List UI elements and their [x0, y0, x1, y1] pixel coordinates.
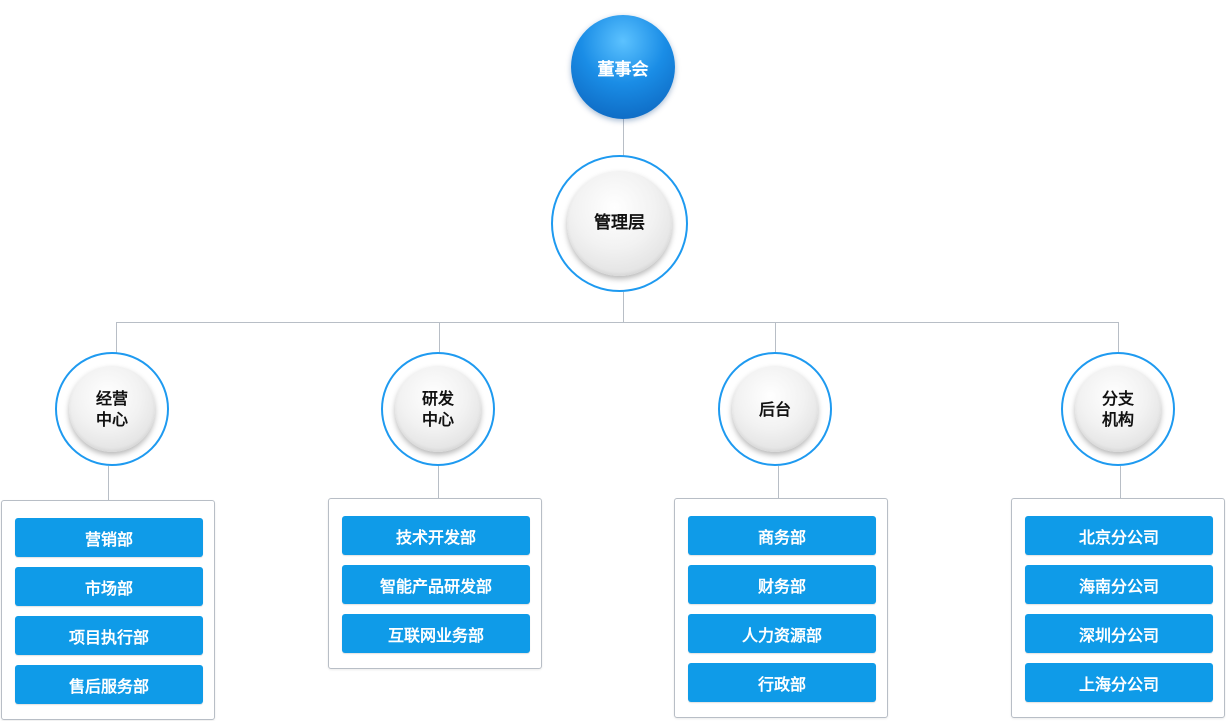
connector-center-panel-2 [438, 466, 439, 498]
dept-item: 海南分公司 [1025, 565, 1213, 604]
center-core: 分支 机构 [1075, 366, 1161, 452]
center-core: 经营 中心 [69, 366, 155, 452]
connector-bus-center-3 [775, 322, 776, 353]
center-node-branches: 分支 机构 [1061, 352, 1175, 466]
center-label-line1: 经营 [95, 389, 128, 408]
dept-panel-branches: 北京分公司 海南分公司 深圳分公司 上海分公司 [1011, 498, 1225, 718]
center-label-line1: 分支 [1101, 389, 1134, 408]
center-label-line2: 机构 [1101, 410, 1134, 429]
center-node-backoffice: 后台 [718, 352, 832, 466]
center-label-line2: 中心 [421, 410, 454, 429]
management-node: 管理层 [551, 155, 688, 292]
connector-bus-center-2 [439, 322, 440, 353]
management-label: 管理层 [594, 213, 645, 233]
connector-center-panel-3 [778, 466, 779, 498]
dept-item: 财务部 [688, 565, 876, 604]
dept-item: 深圳分公司 [1025, 614, 1213, 653]
dept-panel-operations: 营销部 市场部 项目执行部 售后服务部 [1, 500, 215, 720]
management-core: 管理层 [567, 171, 672, 276]
connector-board-management [623, 119, 624, 156]
dept-item: 行政部 [688, 663, 876, 702]
board-node: 董事会 [571, 15, 675, 119]
connector-bus-center-1 [116, 322, 117, 353]
center-node-operations: 经营 中心 [55, 352, 169, 466]
dept-item: 互联网业务部 [342, 614, 530, 653]
dept-item: 项目执行部 [15, 616, 203, 655]
connector-management-bus [623, 292, 624, 322]
dept-item: 人力资源部 [688, 614, 876, 653]
dept-item: 市场部 [15, 567, 203, 606]
connector-horizontal-bus [116, 322, 1118, 323]
center-label-line1: 研发 [421, 389, 454, 408]
dept-item: 售后服务部 [15, 665, 203, 704]
dept-item: 北京分公司 [1025, 516, 1213, 555]
connector-bus-center-4 [1118, 322, 1119, 353]
center-label-line2: 中心 [95, 410, 128, 429]
dept-item: 营销部 [15, 518, 203, 557]
dept-item: 商务部 [688, 516, 876, 555]
center-node-rnd: 研发 中心 [381, 352, 495, 466]
dept-panel-backoffice: 商务部 财务部 人力资源部 行政部 [674, 498, 888, 718]
dept-item: 上海分公司 [1025, 663, 1213, 702]
connector-center-panel-4 [1120, 466, 1121, 498]
dept-panel-rnd: 技术开发部 智能产品研发部 互联网业务部 [328, 498, 542, 669]
dept-item: 技术开发部 [342, 516, 530, 555]
board-label: 董事会 [597, 59, 649, 80]
center-core: 研发 中心 [395, 366, 481, 452]
connector-center-panel-1 [108, 466, 109, 500]
center-core: 后台 [732, 366, 818, 452]
dept-item: 智能产品研发部 [342, 565, 530, 604]
center-label-line1: 后台 [758, 399, 791, 419]
